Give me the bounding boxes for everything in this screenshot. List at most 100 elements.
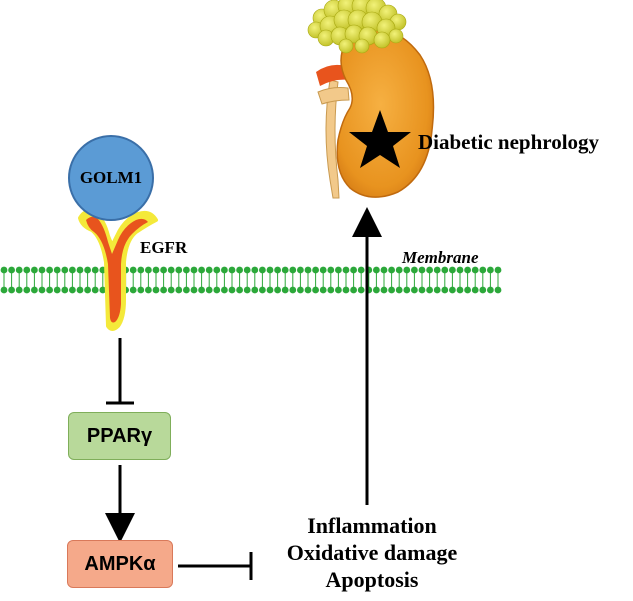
lipid-head [160, 286, 168, 294]
lipid-head [251, 266, 259, 274]
outcomes-list: Inflammation Oxidative damage Apoptosis [262, 512, 482, 593]
lipid-head [53, 286, 61, 294]
lipid-head [456, 266, 464, 274]
lipid-head [373, 286, 380, 294]
golm1-label: GOLM1 [79, 168, 143, 187]
lipid-head [46, 286, 53, 294]
lipid-head [266, 266, 274, 274]
pparg-node: PPARγ [68, 412, 171, 460]
disease-label: Diabetic nephrology [418, 130, 600, 154]
lipid-head [69, 266, 76, 274]
lipid-head [281, 266, 289, 274]
lipid-head [31, 286, 38, 294]
lipid-head [319, 286, 327, 294]
lipid-head [221, 286, 228, 294]
outcome-inflammation: Inflammation [307, 513, 437, 538]
lipid-head [236, 266, 244, 274]
lipid-head [213, 286, 221, 294]
lipid-head [426, 286, 433, 294]
lipid-head [205, 286, 213, 294]
lipid-head [403, 266, 411, 274]
lipid-head [221, 266, 228, 274]
lipid-head [228, 286, 236, 294]
lipid-head [449, 266, 456, 274]
lipid-head [327, 286, 335, 294]
kidney-icon [307, 0, 435, 199]
lipid-head [289, 286, 297, 294]
outcome-oxidative-damage: Oxidative damage [286, 540, 458, 565]
adrenal-lobe [338, 38, 354, 54]
lipid-head [441, 286, 449, 294]
lipid-head [198, 266, 206, 274]
lipid-head [137, 286, 145, 294]
lipid-head [297, 286, 304, 294]
lipid-head [167, 286, 175, 294]
lipid-head [411, 286, 418, 294]
lipid-head [487, 286, 494, 294]
lipid-head [494, 266, 502, 274]
lipid-head [175, 286, 183, 294]
lipid-head [395, 266, 403, 274]
lipid-head [312, 286, 319, 294]
ampka-label: AMPKα [84, 552, 156, 575]
lipid-head [15, 286, 23, 294]
lipid-head [8, 266, 16, 274]
lipid-head [61, 286, 69, 294]
lipid-head [76, 266, 84, 274]
lipid-head [129, 266, 137, 274]
lipid-head [327, 266, 335, 274]
lipid-head [335, 286, 342, 294]
adrenal-lobe [354, 38, 370, 54]
lipid-head [494, 286, 502, 294]
lipid-head [259, 266, 266, 274]
lipid-head [160, 266, 168, 274]
lipid-head [183, 286, 190, 294]
lipid-head [152, 266, 160, 274]
lipid-head [236, 286, 244, 294]
lipid-head [76, 286, 84, 294]
lipid-head [388, 266, 395, 274]
lipid-head [350, 286, 357, 294]
lipid-head [471, 266, 479, 274]
lipid-head [175, 266, 183, 274]
lipid-head [471, 286, 479, 294]
egfr-label: EGFR [140, 238, 188, 257]
ampka-node: AMPKα [67, 540, 173, 588]
lipid-head [479, 286, 487, 294]
lipid-head [479, 266, 487, 274]
lipid-head [411, 266, 418, 274]
lipid-head [464, 266, 471, 274]
lipid-head [99, 286, 107, 294]
outcome-apoptosis: Apoptosis [325, 567, 419, 592]
lipid-head [418, 266, 426, 274]
lipid-head [145, 286, 152, 294]
lipid-head [198, 286, 206, 294]
membrane-label: Membrane [402, 248, 479, 267]
lipid-head [357, 266, 365, 274]
lipid-head [304, 286, 312, 294]
lipid-head [84, 266, 91, 274]
lipid-head [464, 286, 471, 294]
lipid-head [251, 286, 259, 294]
lipid-head [335, 266, 342, 274]
lipid-head [487, 266, 494, 274]
lipid-head [53, 266, 61, 274]
lipid-head [388, 286, 395, 294]
lipid-head [274, 286, 281, 294]
lipid-head [350, 266, 357, 274]
lipid-head [15, 266, 23, 274]
lipid-head [213, 266, 221, 274]
lipid-head [69, 286, 76, 294]
lipid-head [449, 286, 456, 294]
adrenal-lobe [373, 31, 391, 49]
lipid-head [0, 266, 8, 274]
lipid-head [373, 266, 380, 274]
lipid-head [23, 266, 31, 274]
lipid-head [304, 266, 312, 274]
lipid-head [433, 266, 441, 274]
lipid-head [46, 266, 53, 274]
lipid-head [266, 286, 274, 294]
lipid-head [129, 286, 137, 294]
lipid-head [403, 286, 411, 294]
